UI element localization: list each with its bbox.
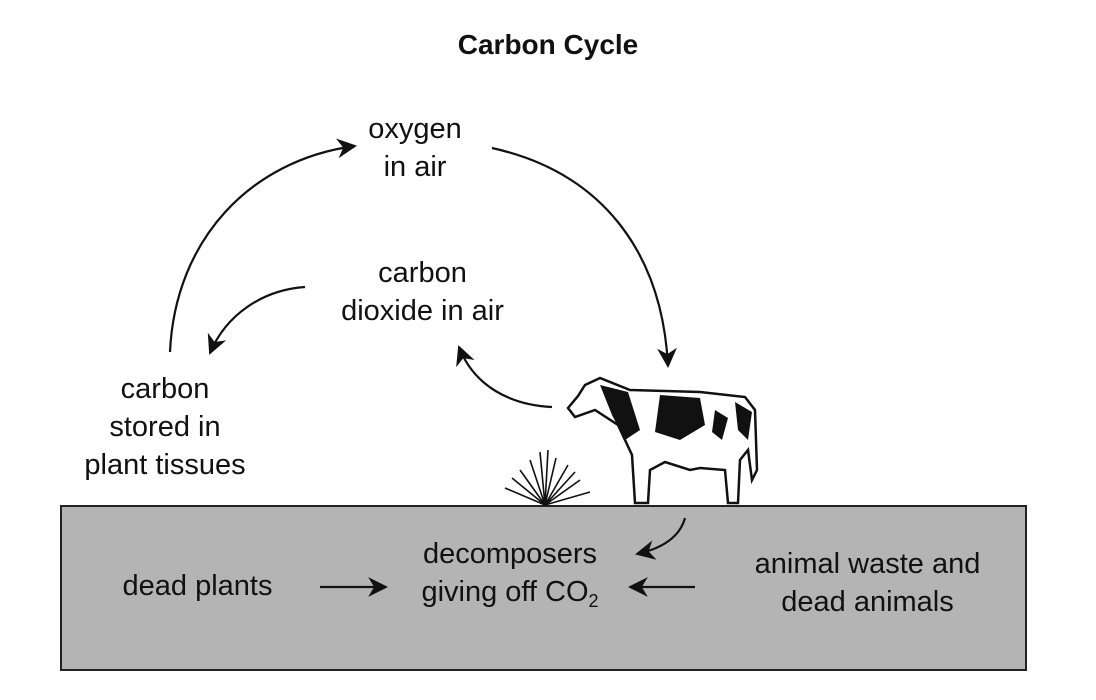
node-carbon-stored-in-plants: carbon stored in plant tissues <box>50 370 280 484</box>
label-line: animal waste and <box>754 548 981 580</box>
label-line: plant tissues <box>84 449 246 481</box>
label-line: in air <box>383 151 447 183</box>
arrow-cow-to-decomposers <box>635 517 687 560</box>
label-line: dioxide in air <box>341 295 504 327</box>
node-carbon-dioxide-in-air: carbon dioxide in air <box>300 254 545 330</box>
co-text: giving off CO <box>421 576 589 608</box>
node-decomposers: decomposers giving off CO2 <box>380 535 640 620</box>
label-line: giving off CO2 <box>380 573 640 620</box>
node-animal-waste: animal waste and dead animals <box>705 545 1030 621</box>
arrow-plant-to-oxygen <box>168 138 357 353</box>
grass-icon <box>504 449 591 506</box>
arrow-cow-to-co2 <box>456 345 553 409</box>
label-line: decomposers <box>422 538 598 570</box>
node-oxygen-in-air: oxygen in air <box>330 110 500 186</box>
diagram-title: Carbon Cycle <box>457 29 639 60</box>
ground-box <box>60 505 1027 671</box>
label-line: stored in <box>109 411 221 443</box>
arrow-oxygen-to-cow <box>491 146 677 368</box>
node-dead-plants: dead plants <box>122 570 273 602</box>
label-line: carbon <box>378 257 467 289</box>
subscript-2: 2 <box>588 591 599 611</box>
arrow-co2-to-plant <box>207 285 306 355</box>
label-line: dead animals <box>781 586 954 618</box>
label-line: carbon <box>120 373 210 405</box>
cow-icon <box>566 376 759 505</box>
label-line: oxygen <box>368 113 462 145</box>
